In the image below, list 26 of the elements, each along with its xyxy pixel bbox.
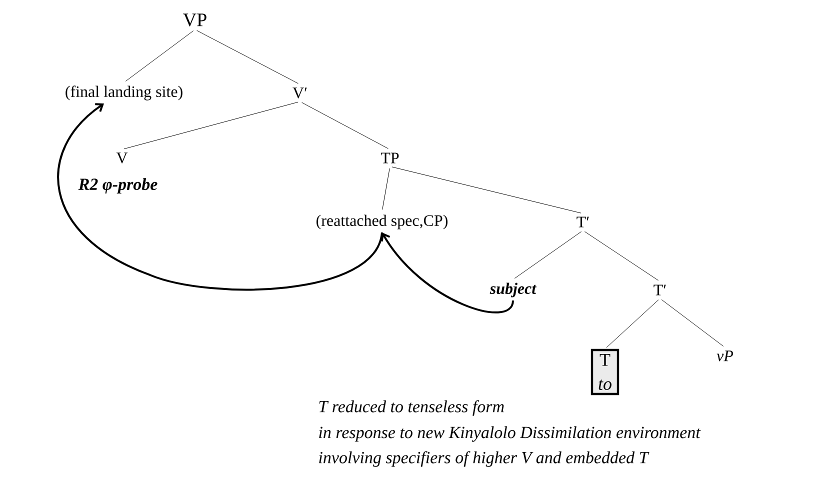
tree-branch	[584, 231, 659, 281]
tree-label: TP	[380, 152, 399, 164]
tree-branch	[382, 168, 390, 210]
tree-branch	[125, 30, 194, 82]
movement-arrow	[57, 103, 383, 291]
annotation: R2 φ-probe	[78, 178, 158, 194]
tree-branch	[302, 102, 388, 149]
tree-label: subject	[490, 282, 537, 298]
highlighted-box: T to	[590, 348, 620, 396]
tree-branch	[392, 166, 582, 214]
note-text: involving specifiers of higher V and embedded T	[319, 451, 650, 467]
tree-branch	[124, 102, 298, 150]
note-text: in response to new Kinyalolo Dissimilation environment	[319, 426, 701, 442]
tree-label: vP	[716, 350, 734, 362]
tree-label: T′	[654, 284, 666, 296]
note-text: T reduced to tenseless form	[319, 400, 504, 416]
tree-branch	[196, 30, 298, 84]
tree-label: (reattached spec,CP)	[316, 214, 448, 230]
tree-label: VP	[183, 14, 206, 26]
tree-label: V′	[292, 88, 307, 98]
tree-label: V	[116, 152, 128, 164]
tree-branch	[606, 300, 659, 348]
tree-branch	[661, 299, 724, 347]
tree-branch	[514, 231, 582, 279]
tree-label: (final landing site)	[66, 86, 182, 100]
tree-label: T′	[576, 216, 589, 228]
